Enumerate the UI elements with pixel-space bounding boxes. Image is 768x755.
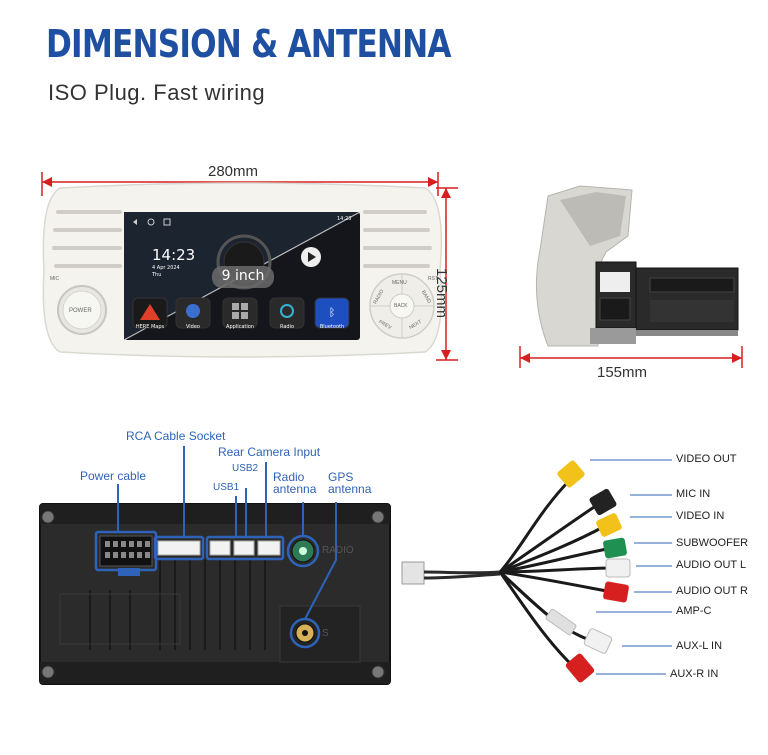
callout-radio-antenna-1: Radio (273, 470, 305, 484)
screen-size-badge (212, 266, 274, 288)
app-label-radio: Radio (279, 324, 295, 330)
cable-label-mic-in: MIC IN (676, 488, 711, 500)
app-label-application: Application (226, 324, 254, 330)
rca-plugs (545, 460, 631, 683)
front-unit-illustration: ᛒ (41, 172, 743, 368)
callout-rear-camera: Rear Camera Input (218, 445, 321, 459)
screen-size-label: 9 inch (221, 268, 265, 284)
cable-label-audio-out-l: AUDIO OUT L (676, 559, 747, 571)
screen-day: Thu (152, 272, 162, 278)
cable-label-aux-r-in: AUX-R IN (670, 668, 719, 680)
page-title: DIMENSION & ANTENNA (46, 22, 452, 66)
cable-label-aux-l-in: AUX-L IN (676, 640, 723, 652)
screen-clock: 14:23 (152, 246, 196, 264)
height-dimension-line (436, 187, 458, 361)
cable-label-subwoofer: SUBWOOFER (676, 537, 749, 549)
callout-rca: RCA Cable Socket (126, 429, 226, 443)
callout-usb1: USB1 (213, 482, 240, 493)
depth-label: 155mm (597, 364, 648, 381)
app-label-bluetooth: Bluetooth (319, 324, 345, 330)
rst-label: RST (428, 276, 438, 282)
cable-label-audio-out-r: AUDIO OUT R (676, 585, 748, 597)
key-menu: MENU (392, 280, 407, 286)
side-unit-illustration (519, 185, 743, 368)
width-label: 280mm (208, 163, 259, 180)
cable-label-amp-c: AMP-C (676, 605, 712, 617)
callout-gps-antenna-1: GPS (328, 470, 354, 484)
svg-text:ᛒ: ᛒ (329, 306, 336, 319)
screen-status-time: 14:23 (337, 216, 352, 222)
callout-usb2: USB2 (232, 463, 259, 474)
cable-label-video-out: VIDEO OUT (676, 453, 737, 465)
screen-date: 4 Apr 2024 (152, 265, 180, 271)
app-label-video: Video (185, 324, 200, 330)
rear-panel-illustration (39, 446, 672, 685)
app-label-maps: HERE Maps (135, 324, 165, 330)
key-back: BACK (394, 303, 408, 309)
radio-print: RADIO (322, 545, 354, 556)
callout-power: Power cable (80, 469, 147, 483)
cable-label-video-in: VIDEO IN (676, 510, 725, 522)
mic-label: MIC (50, 276, 60, 282)
page-subtitle: ISO Plug. Fast wiring (48, 80, 266, 105)
power-knob-label: POWER (69, 308, 92, 314)
width-dimension-line (41, 172, 439, 196)
gps-print: S (322, 628, 329, 639)
callout-gps-antenna-2: antenna (328, 482, 372, 496)
callout-radio-antenna-2: antenna (273, 482, 317, 496)
